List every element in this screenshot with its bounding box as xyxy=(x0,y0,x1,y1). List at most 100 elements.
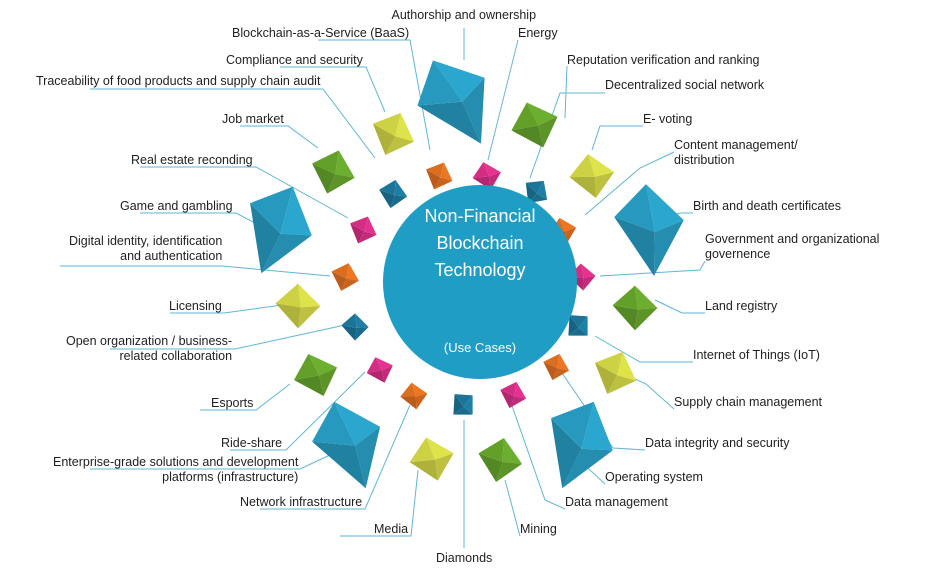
use-case-label-line: Energy xyxy=(518,26,558,40)
use-case-label: E- voting xyxy=(643,112,692,127)
use-case-label: Licensing xyxy=(169,299,222,314)
gem-shape xyxy=(341,313,369,341)
leader-line xyxy=(260,404,411,510)
use-case-label-line: platforms (infrastructure) xyxy=(162,470,299,484)
gem-shape xyxy=(417,60,485,144)
use-case-label-line: Media xyxy=(374,522,409,536)
gem-shape xyxy=(478,437,523,483)
gem-shape xyxy=(312,150,355,194)
use-case-label-line: Open organization / business- xyxy=(66,334,233,348)
gem-shape xyxy=(543,353,570,381)
gem-shape xyxy=(426,162,453,190)
gem-shape xyxy=(511,102,558,148)
leader-line xyxy=(230,371,366,451)
use-case-label-line: Data integrity and security xyxy=(645,436,790,450)
use-case-label-line: Supply chain management xyxy=(674,395,823,409)
leader-line xyxy=(509,399,566,510)
use-case-label-line: Esports xyxy=(211,396,254,410)
use-case-label-line: Data management xyxy=(565,495,668,509)
center-title-line-1: Non-Financial xyxy=(424,206,536,226)
use-case-label-line: Enterprise-grade solutions and developme… xyxy=(53,455,299,469)
use-case-label-line: Operating system xyxy=(605,470,703,484)
leader-line xyxy=(140,166,349,219)
leader-line xyxy=(200,383,291,411)
use-case-label: Birth and death certificates xyxy=(693,199,841,214)
use-case-label: Supply chain management xyxy=(674,395,822,410)
gem-shape xyxy=(409,437,454,481)
use-case-label: Authorship and ownership xyxy=(392,8,537,23)
use-case-label-line: Birth and death certificates xyxy=(693,199,841,213)
gem-shape xyxy=(612,285,658,331)
use-case-label-line: distribution xyxy=(674,153,735,167)
leader-line xyxy=(318,39,431,151)
use-case-label-line: Internet of Things (IoT) xyxy=(693,348,820,362)
use-case-label: Decentralized social network xyxy=(605,78,764,93)
use-case-label-line: Reputation verification and ranking xyxy=(567,53,760,67)
gem-shape xyxy=(551,401,613,489)
use-case-label: Esports xyxy=(211,396,253,411)
use-case-label-line: Content management/ xyxy=(674,138,798,152)
use-case-label: Internet of Things (IoT) xyxy=(693,348,820,363)
use-case-label: Blockchain-as-a-Service (BaaS) xyxy=(232,26,409,41)
use-case-label: Operating system xyxy=(605,470,703,485)
use-case-label: Ride-share xyxy=(221,436,282,451)
leader-line xyxy=(90,454,331,470)
center-circle xyxy=(383,185,577,379)
use-case-label: Mining xyxy=(520,522,557,537)
gem-shape xyxy=(594,351,637,395)
leader-line xyxy=(60,265,331,277)
use-case-label: Game and gambling xyxy=(120,199,233,214)
leader-line xyxy=(140,212,269,231)
use-case-label-line: Compliance and security xyxy=(226,53,363,67)
use-case-label-line: Land registry xyxy=(705,299,778,313)
use-case-label-line: E- voting xyxy=(643,112,693,126)
use-case-label-line: Real estate reconding xyxy=(131,153,253,167)
gem-shape xyxy=(568,315,588,336)
leader-line xyxy=(559,369,646,451)
gem-shape xyxy=(250,186,312,274)
leader-line xyxy=(110,324,346,350)
gem-shape xyxy=(350,216,377,244)
use-case-label-line: Ride-share xyxy=(221,436,283,450)
gem-shape xyxy=(312,401,381,489)
gem-shape xyxy=(366,357,393,383)
leader-line xyxy=(599,260,706,277)
use-case-label: Job market xyxy=(222,112,284,127)
gem-shape xyxy=(372,112,415,156)
use-case-label-line: Job market xyxy=(222,112,284,126)
center-title-line-3: Technology xyxy=(434,260,526,280)
use-case-label-line: Government and organizational xyxy=(705,232,880,246)
use-case-label-line: Licensing xyxy=(169,299,222,313)
use-case-label: Traceability of food products and supply… xyxy=(36,74,320,89)
use-case-label-line: governence xyxy=(705,247,771,261)
use-case-label: Open organization / business-related col… xyxy=(66,334,232,364)
use-case-label: Data integrity and security xyxy=(645,436,790,451)
leader-line xyxy=(591,125,643,151)
leader-line xyxy=(170,304,283,314)
leader-line xyxy=(584,151,675,216)
gem-shape xyxy=(400,382,428,410)
leader-line xyxy=(487,39,519,161)
use-case-label: Energy xyxy=(518,26,558,41)
gem-shape xyxy=(379,179,408,209)
leader-line xyxy=(90,88,376,159)
center-title: Non-Financial Blockchain Technology xyxy=(383,203,577,284)
leader-line xyxy=(594,335,693,363)
use-case-label-line: Game and gambling xyxy=(120,199,233,213)
gem-shape xyxy=(453,394,473,415)
use-case-label-line: Digital identity, identification xyxy=(69,234,223,248)
use-case-label-line: Blockchain-as-a-Service (BaaS) xyxy=(232,26,410,40)
use-case-label: Enterprise-grade solutions and developme… xyxy=(53,455,298,485)
use-case-label-line: and authentication xyxy=(120,249,223,263)
use-case-label-line: Mining xyxy=(520,522,557,536)
use-case-label-line: Diamonds xyxy=(436,551,493,565)
gem-shape xyxy=(569,153,615,199)
use-case-label: Diamonds xyxy=(436,551,492,566)
gem-shape xyxy=(331,263,359,291)
use-case-label: Media xyxy=(374,522,408,537)
leader-line xyxy=(240,125,319,149)
